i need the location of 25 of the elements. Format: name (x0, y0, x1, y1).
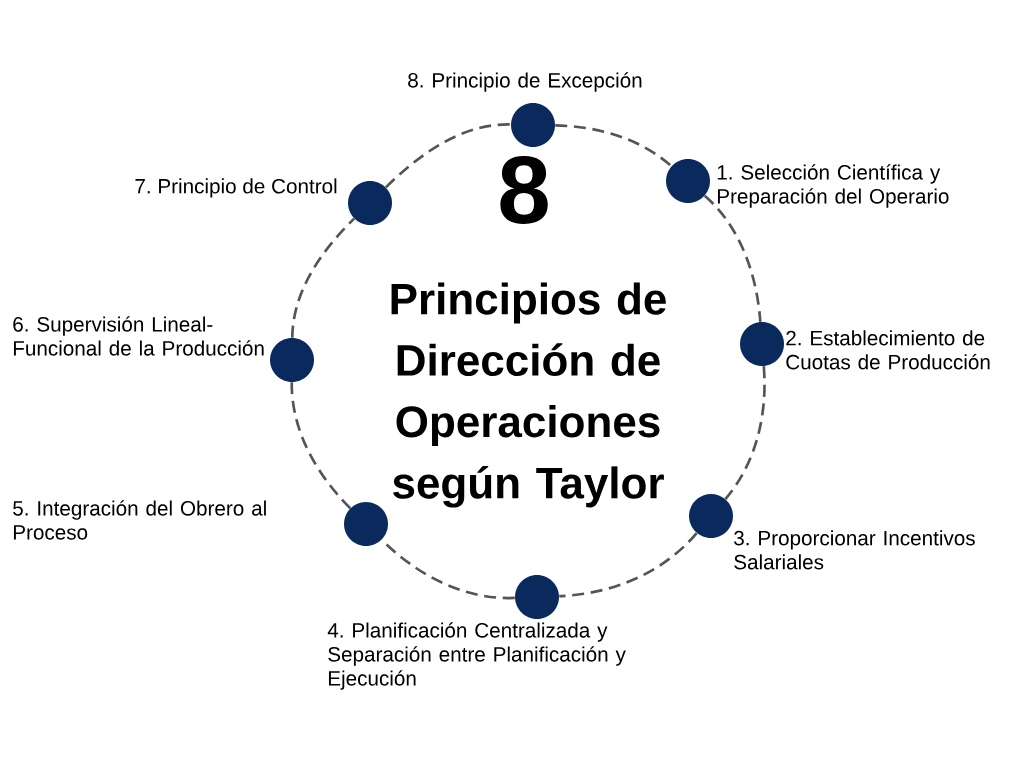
node-label: 6. Supervisión Lineal-Funcional de la Producción (13, 316, 264, 356)
node-label: 1. Selección Científica y Preparación del Operario (717, 164, 949, 208)
circle-dot (740, 322, 784, 366)
node-label: 3. Proporcionar Incentivos Salariales (734, 530, 975, 570)
circle-dot (511, 103, 555, 147)
node-label: 4. Planificación Centralizada y Separación entre Planificación y Ejecución (327, 622, 626, 690)
dashed-arc (703, 194, 762, 322)
node-label: 5. Integración del Obrero al Proceso (13, 500, 266, 540)
dashed-arc (290, 217, 356, 338)
circle-dot (666, 159, 710, 203)
title-number: 8 (500, 156, 548, 224)
node-label: 8. Principio de Excepción (408, 72, 642, 92)
circle-dot (515, 575, 559, 619)
node-label: 7. Principio de Control (135, 178, 337, 198)
title: Principios de Dirección de Operaciones según Taylor (391, 282, 666, 508)
dashed-arc (555, 124, 673, 168)
node-label: 2. Establecimiento de Cuotas de Producción (786, 330, 990, 370)
circle-dot (344, 502, 388, 546)
circle-dot (348, 181, 392, 225)
dashed-arc (290, 382, 352, 510)
circle-dot (270, 338, 314, 382)
circle-dot (689, 494, 733, 538)
dashed-arc (384, 123, 511, 189)
dashed-arc (559, 532, 698, 598)
dashed-arc (724, 366, 766, 500)
